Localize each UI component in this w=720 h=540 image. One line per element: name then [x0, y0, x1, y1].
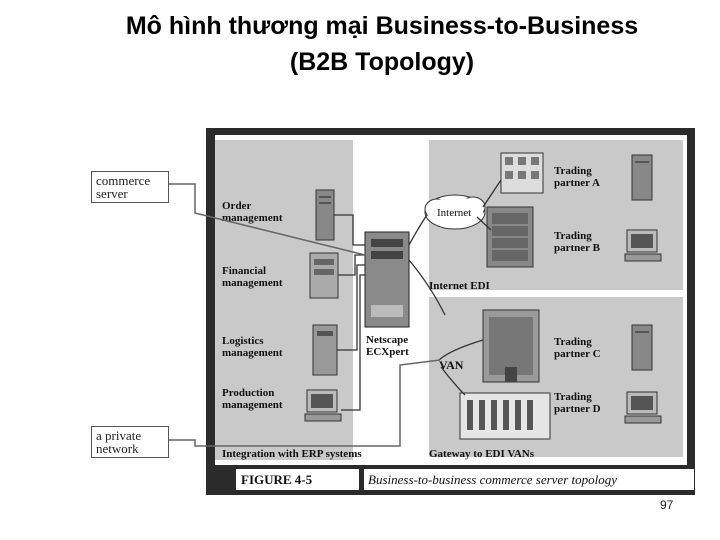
slide-title-line2: (B2B Topology) [289, 48, 475, 76]
partner-a-building-icon [500, 152, 544, 194]
van-label: VAN [439, 358, 464, 372]
partner-b-building-icon [486, 206, 534, 268]
van-tower-icon [482, 309, 540, 383]
commerce-server-connector [169, 183, 366, 256]
partner-c-server-icon [631, 324, 653, 371]
edi-van-footer-label: Gateway to EDI VANs [429, 448, 535, 460]
page-number: 97 [660, 498, 674, 512]
figure-label: FIGURE 4-5 [236, 469, 359, 490]
internet-cloud-icon [424, 194, 486, 230]
financial-server-icon [309, 252, 339, 299]
production-computer-icon [304, 389, 342, 422]
connection-lines [334, 179, 502, 411]
internet-cloud-label: Internet [437, 207, 471, 219]
partner-a-server-icon [631, 154, 653, 201]
internet-edi-label: Internet EDI [429, 280, 490, 292]
diagram-icons: Internet [304, 152, 662, 440]
ecxpert-server-icon [364, 231, 410, 328]
partner-d-computer-icon [624, 391, 662, 424]
private-network-connector [169, 359, 441, 447]
slide-title-line1: Mô hình thương mại Business-to-Business [125, 12, 639, 40]
figure-caption: Business-to-business commerce server top… [364, 469, 694, 490]
partner-b-computer-icon [624, 229, 662, 262]
erp-footer-label: Integration with ERP systems [222, 448, 362, 460]
partner-d-bank-icon [459, 392, 551, 440]
